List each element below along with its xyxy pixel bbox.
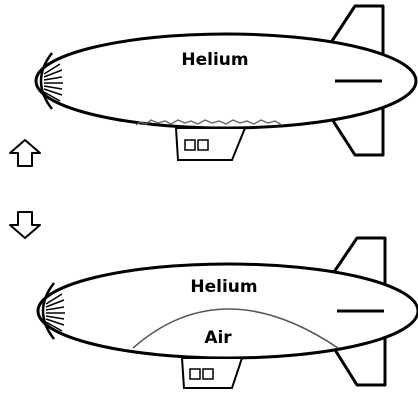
- helium-label-bottom: Helium: [190, 277, 257, 297]
- down-arrow-icon: [10, 212, 40, 238]
- blimp-bottom: Helium Air: [38, 238, 418, 388]
- gondola-window: [190, 369, 200, 379]
- gondola-window: [185, 140, 195, 150]
- air-label: Air: [204, 328, 232, 348]
- gondola-window: [203, 369, 213, 379]
- gondola-window: [198, 140, 208, 150]
- helium-label-top: Helium: [181, 50, 248, 70]
- up-arrow-icon: [10, 140, 40, 166]
- blimp-top: Helium: [36, 6, 416, 160]
